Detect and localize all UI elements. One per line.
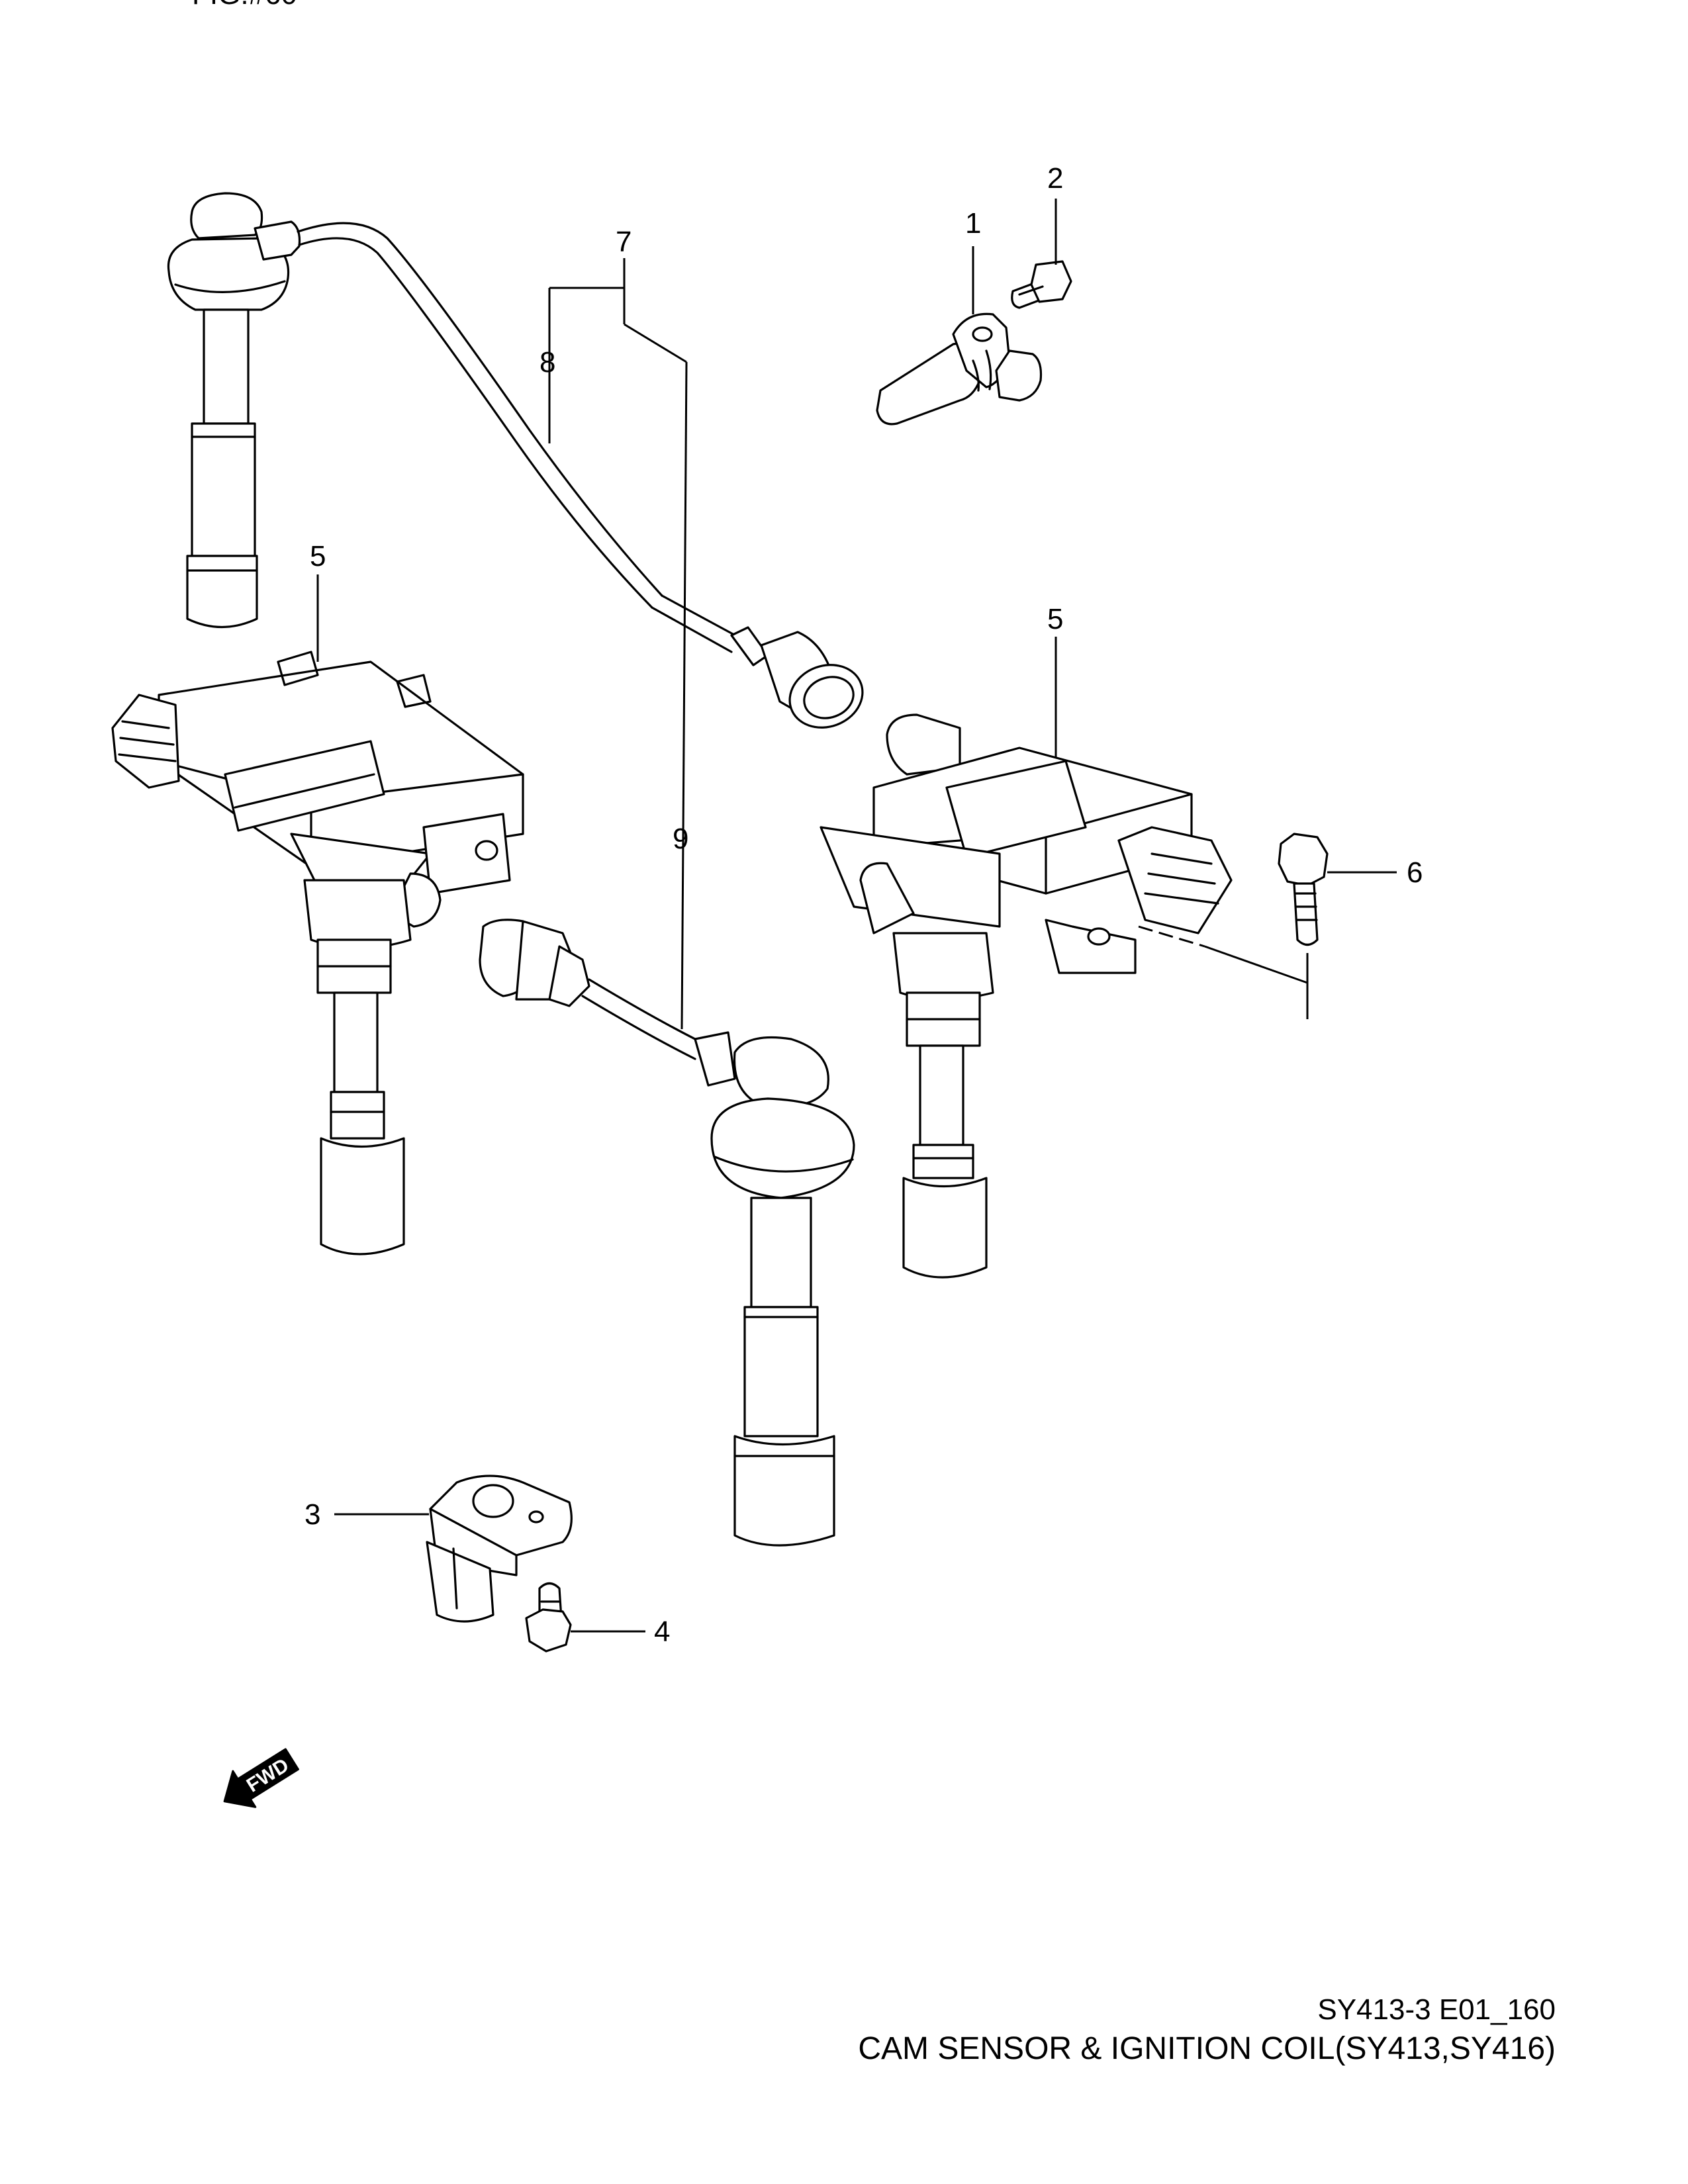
ignition-coil-right-part <box>820 713 1233 1279</box>
sensor-bolt-part <box>1011 260 1072 309</box>
callout-8: 8 <box>539 346 555 379</box>
callout-6: 6 <box>1407 856 1423 889</box>
plug-wire-8-part <box>167 192 864 729</box>
coil-bolt-part <box>1278 833 1329 946</box>
callout-3: 3 <box>305 1498 320 1531</box>
figure-code: SY413-3 E01_160 <box>1317 1993 1556 2026</box>
plug-wire-9-part <box>479 919 855 1547</box>
callout-7: 7 <box>616 226 632 258</box>
ignition-coil-left-part <box>111 651 524 1255</box>
fwd-arrow-icon: FWD <box>223 1748 299 1808</box>
crank-bolt-part <box>525 1582 572 1653</box>
callout-2: 2 <box>1047 162 1063 195</box>
callout-4: 4 <box>654 1615 670 1648</box>
callout-5-left: 5 <box>310 540 326 572</box>
header-label: FIG.#60 <box>192 0 297 11</box>
crank-sensor-part <box>426 1475 573 1623</box>
callout-5-right: 5 <box>1047 603 1063 635</box>
cam-sensor-part <box>876 312 1043 426</box>
callout-1: 1 <box>965 207 981 240</box>
leader-lines <box>316 199 1397 1633</box>
callout-9: 9 <box>673 823 688 855</box>
figure-title: CAM SENSOR & IGNITION COIL(SY413,SY416) <box>858 2031 1556 2066</box>
